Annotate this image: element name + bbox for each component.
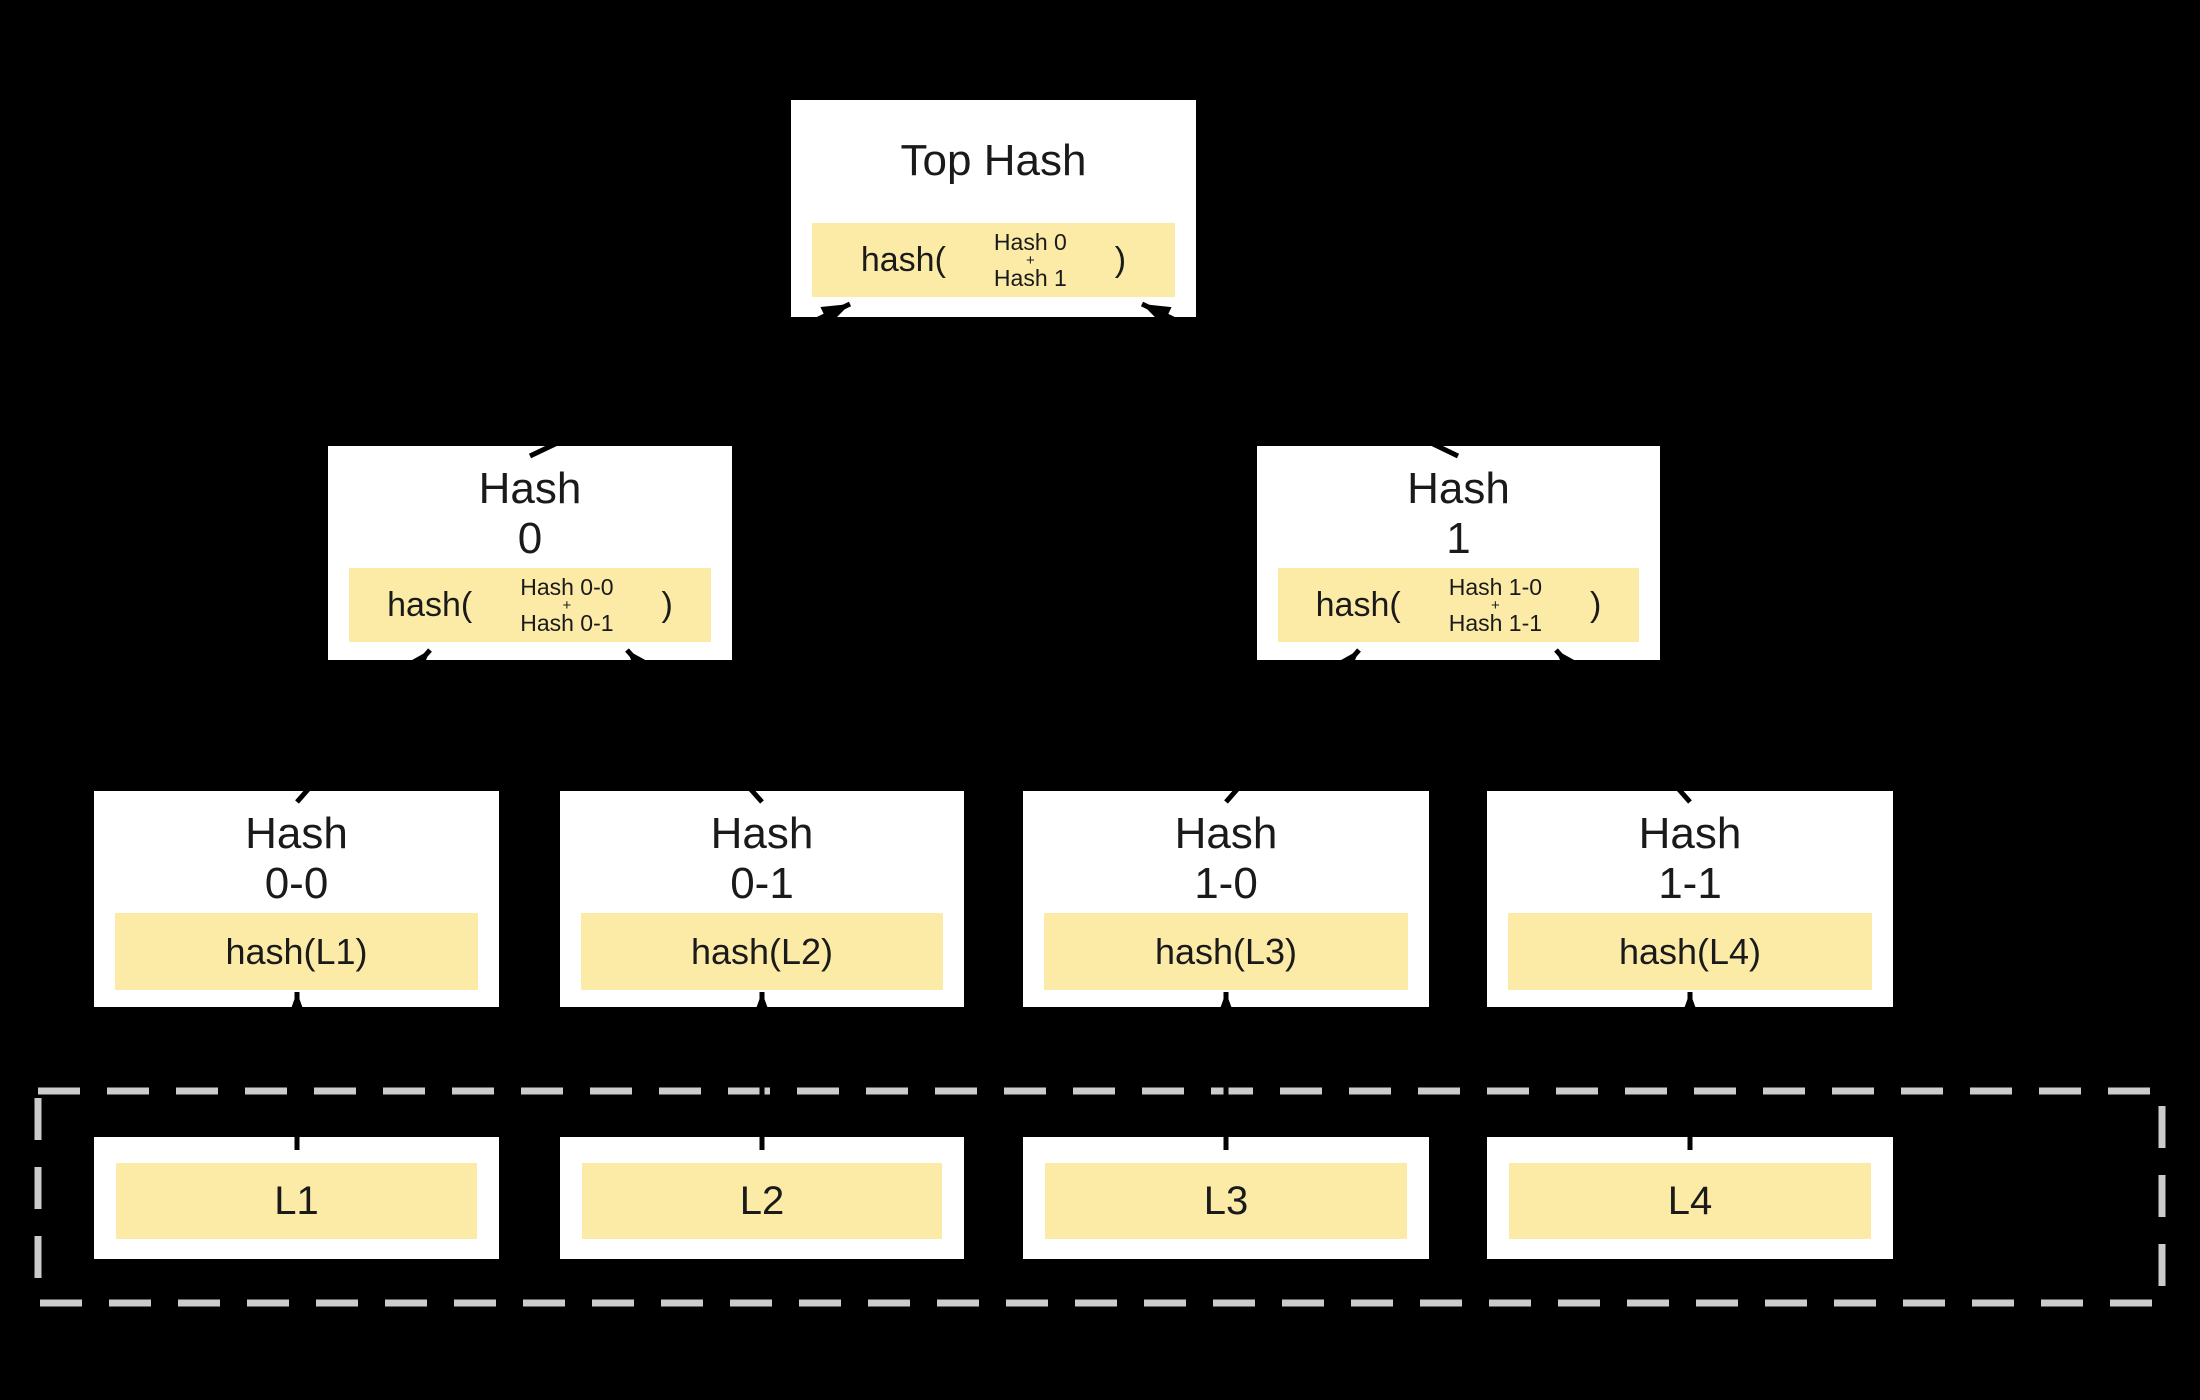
hash-arg2: Hash 1-1 [1448,609,1543,636]
hash-func-text: hash( [387,586,473,624]
node-hash-1: Hash 1 hash( Hash 1-0 + Hash 1-1 ) [1257,446,1660,660]
title-line-1: Hash [1407,464,1510,513]
node-hash-1-expression: hash( Hash 1-0 + Hash 1-1 ) [1278,568,1639,642]
node-hash-1-0: Hash 1-0 hash(L3) [1023,791,1429,1007]
hash-text: hash(L3) [1154,930,1298,972]
block-l1: L1 [94,1137,499,1259]
node-hash-1-1-expression: hash(L4) [1508,913,1872,990]
hash-close-paren: ) [661,586,673,624]
arrow-hash-0-to-top-hash [528,301,852,459]
hash-arg1: Hash 0-0 [520,573,614,600]
arrow-hash-0-1-to-hash-0 [625,648,764,804]
node-hash-1-1-title: Hash 1-1 [1487,809,1893,909]
hash-close-paren: ) [1590,586,1602,624]
node-top-hash-title: Top Hash [900,136,1087,185]
title-line-2: 0-0 [264,859,329,908]
hash-arg1: Hash 1-0 [1448,573,1543,600]
plus-operator: + [1490,596,1500,614]
node-hash-1-1: Hash 1-1 hash(L4) [1487,791,1893,1007]
hash-close-paren: ) [1114,241,1127,279]
title-line-2: 1-1 [1658,859,1722,908]
block-l2-highlight: L2 [582,1163,942,1239]
plus-operator: + [1025,251,1035,269]
node-hash-0-1-expression: hash(L2) [581,913,943,990]
block-label: L2 [739,1179,785,1223]
node-hash-0-0-expression: hash(L1) [115,913,478,990]
block-label: L3 [1203,1179,1249,1223]
title-line-2: 0 [517,514,543,563]
hash-args: Hash 1-0 + Hash 1-1 [1448,573,1543,636]
title-line-1: Hash [478,464,582,513]
title-line-2: 1-0 [1194,859,1258,908]
node-hash-1-0-title: Hash 1-0 [1023,809,1429,909]
arrow-hash-1-to-top-hash [1140,301,1460,459]
block-label: L1 [274,1179,319,1223]
block-l4: L4 [1487,1137,1893,1259]
title-line-1: Hash [1174,809,1278,858]
node-hash-0-1-title: Hash 0-1 [560,809,964,909]
node-hash-1-title: Hash 1 [1257,464,1660,564]
title-line-2: 0-1 [730,859,794,908]
arrow-hash-1-0-to-hash-1 [1224,648,1361,804]
hash-args: Hash 0-0 + Hash 0-1 [520,573,614,636]
node-hash-0-expression: hash( Hash 0-0 + Hash 0-1 ) [349,568,711,642]
hash-func-text: hash( [1315,586,1401,624]
hash-arg2: Hash 1 [993,264,1067,291]
hash-arg2: Hash 0-1 [520,609,614,636]
block-l1-highlight: L1 [116,1163,477,1239]
node-top-hash: Top Hash hash( Hash 0 + Hash 1 ) [791,100,1196,317]
hash-args: Hash 0 + Hash 1 [993,228,1067,291]
hash-func-text: hash( [860,241,946,279]
arrow-hash-0-0-to-hash-0 [295,648,432,804]
node-hash-1-0-expression: hash(L3) [1044,913,1408,990]
block-l3: L3 [1023,1137,1429,1259]
arrow-hash-1-1-to-hash-1 [1554,648,1692,804]
hash-text: hash(L4) [1618,930,1762,972]
title-line-1: Hash [710,809,814,858]
node-hash-0: Hash 0 hash( Hash 0-0 + Hash 0-1 ) [328,446,732,660]
title-line-2: 1 [1446,514,1471,563]
node-hash-0-1: Hash 0-1 hash(L2) [560,791,964,1007]
plus-operator: + [562,596,572,614]
block-label: L4 [1667,1179,1713,1223]
block-l2: L2 [560,1137,964,1259]
title-line-1: Hash [245,809,348,858]
hash-arg1: Hash 0 [993,228,1067,255]
node-hash-0-0: Hash 0-0 hash(L1) [94,791,499,1007]
title-line-1: Hash [1638,809,1742,858]
node-hash-0-title: Hash 0 [328,464,732,564]
hash-text: hash(L1) [225,930,368,972]
node-hash-0-0-title: Hash 0-0 [94,809,499,909]
block-l3-highlight: L3 [1045,1163,1407,1239]
hash-text: hash(L2) [690,930,834,972]
block-l4-highlight: L4 [1509,1163,1871,1239]
node-top-hash-expression: hash( Hash 0 + Hash 1 ) [812,223,1175,297]
